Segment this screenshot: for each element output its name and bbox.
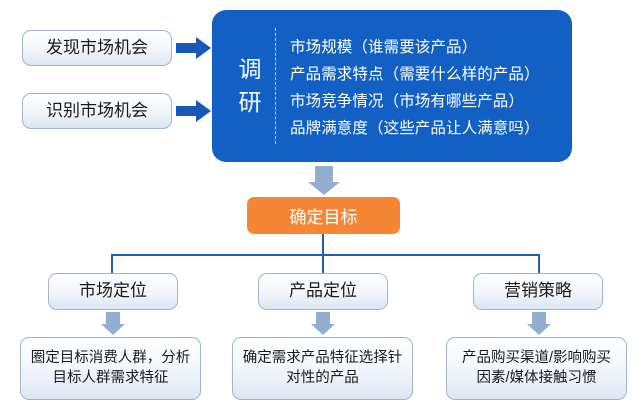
- arrow-down-icon-market-positioning: [101, 312, 125, 335]
- goal-box[interactable]: 确定目标: [247, 197, 400, 234]
- detail-box-product-positioning[interactable]: 确定需求产品特征选择针对性的产品: [232, 337, 413, 400]
- stage-box-product-positioning-label: 产品定位: [289, 281, 357, 301]
- arrow-down-icon-product-positioning: [311, 312, 335, 335]
- connector-horizontal-bus: [111, 254, 540, 256]
- arrow-down-icon-to-goal: [308, 166, 340, 195]
- goal-box-label: 确定目标: [289, 208, 358, 227]
- arrow-down-icon-marketing-strategy: [527, 312, 551, 335]
- detail-box-product-positioning-text: 确定需求产品特征选择针对性的产品: [242, 350, 403, 386]
- research-panel-vertical-char-2: 研: [238, 89, 262, 115]
- detail-box-marketing-strategy[interactable]: 产品购买渠道/影响购买因素/媒体接触习惯: [446, 337, 627, 400]
- input-box-discover-label: 发现市场机会: [46, 37, 148, 57]
- input-box-identify-label: 识别市场机会: [46, 100, 148, 120]
- stage-box-market-positioning-label: 市场定位: [79, 281, 147, 301]
- detail-box-market-positioning[interactable]: 圈定目标消费人群，分析目标人群需求特征: [20, 337, 201, 400]
- research-item: 市场竞争情况（市场有哪些产品）: [290, 92, 525, 110]
- research-item: 市场规模（谁需要该产品）: [290, 38, 478, 56]
- input-box-identify[interactable]: 识别市场机会: [22, 93, 172, 129]
- research-item: 品牌满意度（这些产品让人满意吗）: [290, 119, 540, 137]
- research-panel-divider: [275, 28, 276, 144]
- stage-box-market-positioning[interactable]: 市场定位: [48, 273, 178, 310]
- stage-box-product-positioning[interactable]: 产品定位: [258, 273, 388, 310]
- detail-box-marketing-strategy-text: 产品购买渠道/影响购买因素/媒体接触习惯: [461, 350, 612, 386]
- research-panel-vertical-label: 调 研: [230, 10, 270, 162]
- stage-box-marketing-strategy-label: 营销策略: [504, 281, 572, 301]
- connector-goal-stem: [322, 234, 324, 256]
- research-item: 产品需求特点（需要什么样的产品）: [290, 65, 540, 83]
- detail-box-market-positioning-text: 圈定目标消费人群，分析目标人群需求特征: [30, 350, 191, 386]
- research-panel-items: 市场规模（谁需要该产品） 产品需求特点（需要什么样的产品） 市场竞争情况（市场有…: [290, 10, 558, 162]
- stage-box-marketing-strategy[interactable]: 营销策略: [473, 273, 603, 310]
- research-panel: 调 研 市场规模（谁需要该产品） 产品需求特点（需要什么样的产品） 市场竞争情况…: [212, 10, 572, 162]
- connector-drop-left: [111, 254, 113, 274]
- research-panel-vertical-char-1: 调: [238, 55, 262, 82]
- connector-drop-middle: [322, 254, 324, 274]
- arrow-right-icon-discover: [176, 37, 211, 59]
- arrow-right-icon-identify: [176, 100, 211, 122]
- input-box-discover[interactable]: 发现市场机会: [22, 30, 172, 66]
- connector-drop-right: [538, 254, 540, 274]
